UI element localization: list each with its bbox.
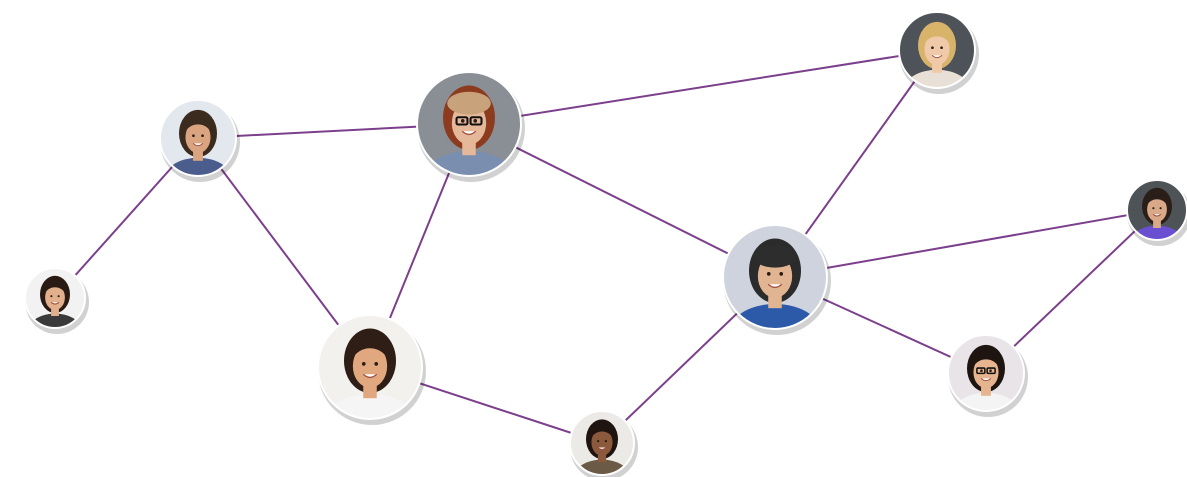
left-eye xyxy=(931,46,934,50)
shoulders xyxy=(730,304,820,329)
avatar-photo xyxy=(1127,180,1187,240)
glasses-right xyxy=(469,116,483,126)
hat xyxy=(447,91,491,115)
shoulders xyxy=(29,313,81,328)
avatar-border xyxy=(898,11,976,89)
right-eye xyxy=(989,369,992,373)
smile xyxy=(192,142,204,147)
right-eye xyxy=(57,295,60,298)
smile xyxy=(597,447,607,450)
shoulders xyxy=(574,459,630,475)
face xyxy=(973,356,999,389)
face xyxy=(185,121,211,154)
left-eye xyxy=(460,119,465,123)
avatar-photo xyxy=(25,268,85,328)
avatar-photo xyxy=(318,315,422,419)
person-avatar-icon xyxy=(24,267,89,334)
left-eye xyxy=(50,295,53,298)
hair-fringe xyxy=(972,353,1000,368)
avatar-photo xyxy=(570,411,634,475)
person-avatar-icon xyxy=(317,314,426,425)
right-eye xyxy=(473,119,478,123)
person-avatar-icon xyxy=(947,334,1028,417)
person-avatar-icon xyxy=(898,11,979,94)
left-eye xyxy=(980,369,983,373)
shoulders xyxy=(424,151,514,176)
face xyxy=(924,33,950,66)
left-eye xyxy=(192,134,195,138)
connection-line xyxy=(985,209,1158,374)
shoulders xyxy=(1131,225,1183,240)
avatar-border xyxy=(159,99,237,177)
face xyxy=(352,344,388,388)
avatar-border xyxy=(569,410,635,476)
neck xyxy=(1153,217,1161,228)
shoulders xyxy=(165,157,231,176)
hat xyxy=(753,244,797,268)
avatar-border xyxy=(722,224,828,330)
connection-line xyxy=(468,49,938,125)
shoulders xyxy=(904,69,970,88)
left-eye xyxy=(597,439,600,443)
right-eye xyxy=(374,362,379,366)
hair-fringe xyxy=(351,340,389,360)
left-eye xyxy=(361,362,366,366)
shoulders xyxy=(953,392,1019,411)
glasses-right xyxy=(986,367,996,375)
avatar-photo xyxy=(948,335,1024,411)
hair-fringe xyxy=(44,282,66,294)
hair-fringe xyxy=(590,426,614,439)
smile xyxy=(1152,213,1162,217)
glasses-left xyxy=(455,116,469,126)
right-eye xyxy=(779,272,784,276)
avatar-border xyxy=(24,267,86,329)
avatar-border xyxy=(1126,179,1187,241)
avatar-border xyxy=(317,314,423,420)
hair-fringe xyxy=(1146,194,1168,206)
glasses-left xyxy=(976,367,986,375)
face xyxy=(591,428,613,456)
smile xyxy=(50,301,60,305)
avatar-border xyxy=(947,334,1025,412)
left-eye xyxy=(766,272,771,276)
left-eye xyxy=(1152,207,1155,210)
person-nodes xyxy=(24,11,1187,477)
right-eye xyxy=(201,134,204,138)
avatar-photo xyxy=(160,100,236,176)
hair-fringe xyxy=(923,30,951,45)
person-avatar-icon xyxy=(416,71,525,182)
neck xyxy=(597,451,607,463)
face xyxy=(1147,196,1167,222)
face xyxy=(45,284,65,310)
avatar-photo xyxy=(899,12,975,88)
neck xyxy=(981,382,991,396)
person-avatar-icon xyxy=(159,99,240,182)
smile xyxy=(461,130,477,136)
connection-line xyxy=(468,123,776,278)
person-avatar-icon xyxy=(1126,179,1187,246)
right-eye xyxy=(940,46,943,50)
smile xyxy=(931,54,943,59)
person-avatar-icon xyxy=(722,224,831,335)
smile xyxy=(362,373,378,379)
smile xyxy=(980,377,992,382)
neck xyxy=(932,59,942,73)
smile xyxy=(767,283,783,289)
person-avatar-icon xyxy=(569,410,638,477)
neck xyxy=(51,305,59,316)
connection-line xyxy=(774,209,1158,278)
avatar-border xyxy=(416,71,522,177)
avatar-photo xyxy=(417,72,521,176)
shoulders xyxy=(325,394,415,419)
neck xyxy=(193,147,203,161)
hair-fringe xyxy=(184,118,212,133)
right-eye xyxy=(1159,207,1162,210)
avatar-photo xyxy=(723,225,827,329)
right-eye xyxy=(604,439,607,443)
